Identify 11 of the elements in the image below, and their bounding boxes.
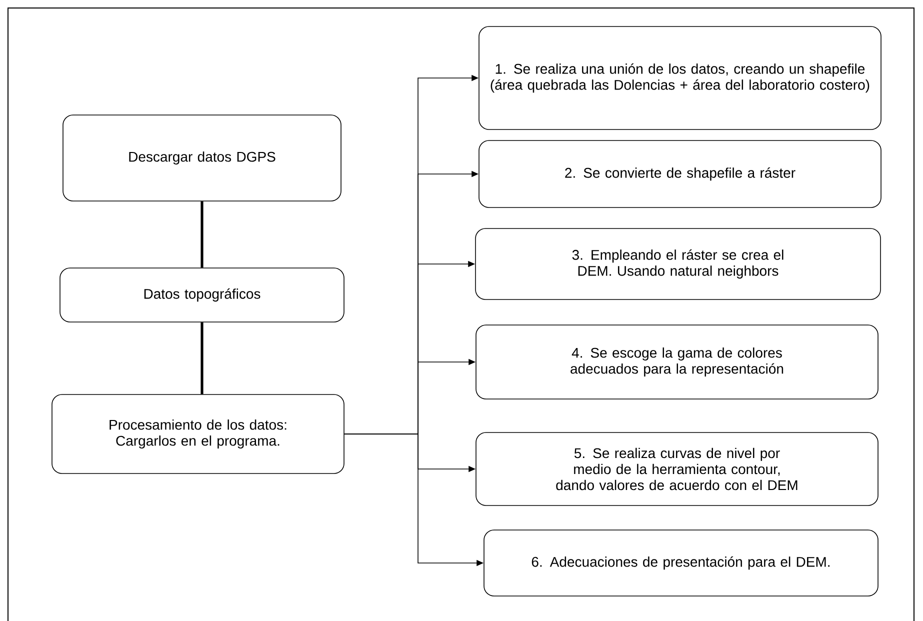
process-box: Datos topográficos	[60, 268, 344, 322]
process-box: Descargar datos DGPS	[62, 114, 342, 202]
connector-line	[200, 201, 204, 268]
connector-line	[200, 322, 204, 394]
process-box: Procesamiento de los datos: Cargarlos en el programa.	[52, 394, 344, 474]
process-box: 4. Se escoge la gama de colores adecuados para la representación	[476, 324, 878, 400]
process-box: 5. Se realiza curvas de nivel por medio de la herramienta contour, dando valores de acuerdo con el DEM	[476, 432, 878, 506]
process-box: 3. Empleando el ráster se crea el DEM. Usando natural neighbors	[475, 228, 881, 300]
process-box: 6. Adecuaciones de presentación para el DEM.	[484, 530, 878, 596]
process-box: 1. Se realiza una unión de los datos, creando un shapefile (área quebrada las Dolencias + área del laboratorio costero)	[478, 26, 882, 130]
process-box: 2. Se convierte de shapefile a ráster	[478, 140, 882, 208]
